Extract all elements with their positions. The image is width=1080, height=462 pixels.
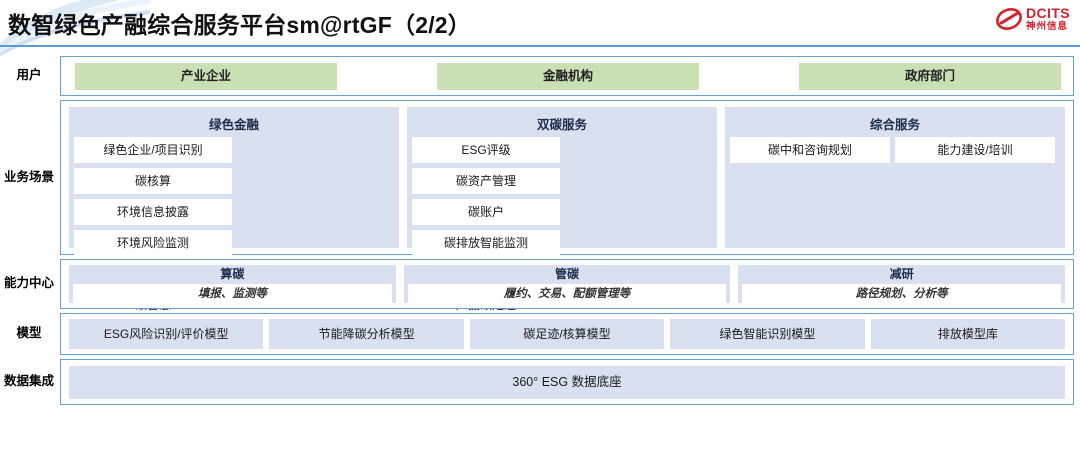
logo-cn-text: 神州信息 — [1026, 21, 1069, 32]
capability-sub-manage-carbon: 履约、交易、配额管理等 — [407, 284, 727, 304]
panel-title-comprehensive: 综合服务 — [869, 118, 920, 132]
logo-swirl-icon — [996, 7, 1022, 30]
panel-comprehensive-services: 综合服务 碳中和咨询规划 能力建设/培训 — [725, 107, 1065, 248]
cell-carbon-account[interactable]: 碳账户 — [412, 199, 560, 225]
cell-env-disclosure[interactable]: 环境信息披露 — [74, 199, 232, 225]
cell-carbon-neutral-consulting[interactable]: 碳中和咨询规划 — [730, 137, 890, 163]
row-body-model: ESG风险识别/评价模型 节能降碳分析模型 碳足迹/核算模型 绿色智能识别模型 … — [60, 313, 1074, 355]
row-label-model: 模型 — [16, 326, 42, 341]
cell-capacity-building-training[interactable]: 能力建设/培训 — [895, 137, 1055, 163]
row-body-business: 绿色金融 绿色企业/项目识别 碳核算 环境信息披露 环境风险监测 环境效益测算 … — [60, 100, 1074, 349]
cell-grid-comprehensive: 碳中和咨询规划 能力建设/培训 — [730, 137, 1060, 163]
cell-carbon-asset-mgmt[interactable]: 碳资产管理 — [412, 168, 560, 194]
cell-green-enterprise-id[interactable]: 绿色企业/项目识别 — [74, 137, 232, 163]
capability-sub-calc-carbon: 填报、监测等 — [73, 284, 392, 304]
header-divider — [0, 45, 1080, 47]
dcits-logo: DCITS 神州信息 — [996, 6, 1070, 32]
panel-green-finance: 绿色金融 绿色企业/项目识别 碳核算 环境信息披露 环境风险监测 环境效益测算 … — [69, 107, 399, 318]
row-data-integration: 数据集成 360° ESG 数据底座 — [0, 359, 1080, 405]
model-chip-esg-risk[interactable]: ESG风险识别/评价模型 — [69, 319, 264, 349]
capability-panel-calc-carbon[interactable]: 算碳 填报、监测等 — [69, 265, 396, 304]
capability-panel-reduce-research[interactable]: 减研 路径规划、分析等 — [738, 265, 1066, 304]
row-model: 模型 ESG风险识别/评价模型 节能降碳分析模型 碳足迹/核算模型 绿色智能识别… — [0, 313, 1080, 355]
data-foundation-bar[interactable]: 360° ESG 数据底座 — [69, 365, 1065, 399]
row-users: 用户 产业企业 金融机构 政府部门 — [0, 56, 1080, 96]
model-chip-green-ai-recognition[interactable]: 绿色智能识别模型 — [670, 319, 865, 349]
model-chip-carbon-footprint[interactable]: 碳足迹/核算模型 — [469, 319, 665, 349]
capability-panel-manage-carbon[interactable]: 管碳 履约、交易、配额管理等 — [403, 265, 731, 304]
user-chip-financial[interactable]: 金融机构 — [437, 62, 699, 90]
row-label-data: 数据集成 — [3, 374, 54, 389]
architecture-diagram: 用户 产业企业 金融机构 政府部门 业务场景 绿色金融 绿色企业/项目识别 碳核… — [0, 56, 1080, 460]
page-title: 数智绿色产融综合服务平台sm@rtGF（2/2） — [8, 12, 471, 38]
cell-env-risk-monitoring[interactable]: 环境风险监测 — [74, 230, 232, 256]
logo-en-text: DCITS — [1026, 5, 1070, 21]
row-label-users: 用户 — [16, 68, 42, 83]
row-body-data: 360° ESG 数据底座 — [60, 359, 1074, 405]
model-chip-energy-saving[interactable]: 节能降碳分析模型 — [269, 319, 464, 349]
cell-carbon-emission-monitoring[interactable]: 碳排放智能监测 — [412, 230, 560, 256]
row-label-business: 业务场景 — [3, 169, 54, 184]
user-chip-government[interactable]: 政府部门 — [799, 62, 1061, 90]
model-chip-emission-library[interactable]: 排放模型库 — [870, 319, 1066, 349]
row-body-capability: 算碳 填报、监测等 管碳 履约、交易、配额管理等 减研 路径规划、分析等 — [60, 259, 1074, 309]
panel-dual-carbon-services: 双碳服务 ESG评级 碳资产管理 碳账户 碳排放智能监测 碳中和减排 产品碳足迹… — [407, 107, 717, 349]
cell-carbon-accounting[interactable]: 碳核算 — [74, 168, 232, 194]
panel-title-green-finance: 绿色金融 — [208, 118, 259, 132]
capability-sub-reduce-research: 路径规划、分析等 — [742, 284, 1062, 304]
capability-title-reduce-research: 减研 — [889, 267, 914, 281]
panel-title-dual-carbon: 双碳服务 — [536, 118, 587, 132]
row-label-capability: 能力中心 — [3, 276, 54, 291]
capability-title-manage-carbon: 管碳 — [555, 267, 580, 281]
user-chip-industry[interactable]: 产业企业 — [75, 62, 337, 90]
cell-esg-rating[interactable]: ESG评级 — [412, 137, 560, 163]
row-capability-center: 能力中心 算碳 填报、监测等 管碳 履约、交易、配额管理等 减研 路径规划、分析… — [0, 259, 1080, 309]
capability-title-calc-carbon: 算碳 — [220, 267, 245, 281]
page-header: 数智绿色产融综合服务平台sm@rtGF（2/2） DCITS 神州信息 — [0, 0, 1080, 47]
row-business-scenarios: 业务场景 绿色金融 绿色企业/项目识别 碳核算 环境信息披露 环境风险监测 环境… — [0, 100, 1080, 349]
row-body-users: 产业企业 金融机构 政府部门 — [60, 56, 1074, 96]
